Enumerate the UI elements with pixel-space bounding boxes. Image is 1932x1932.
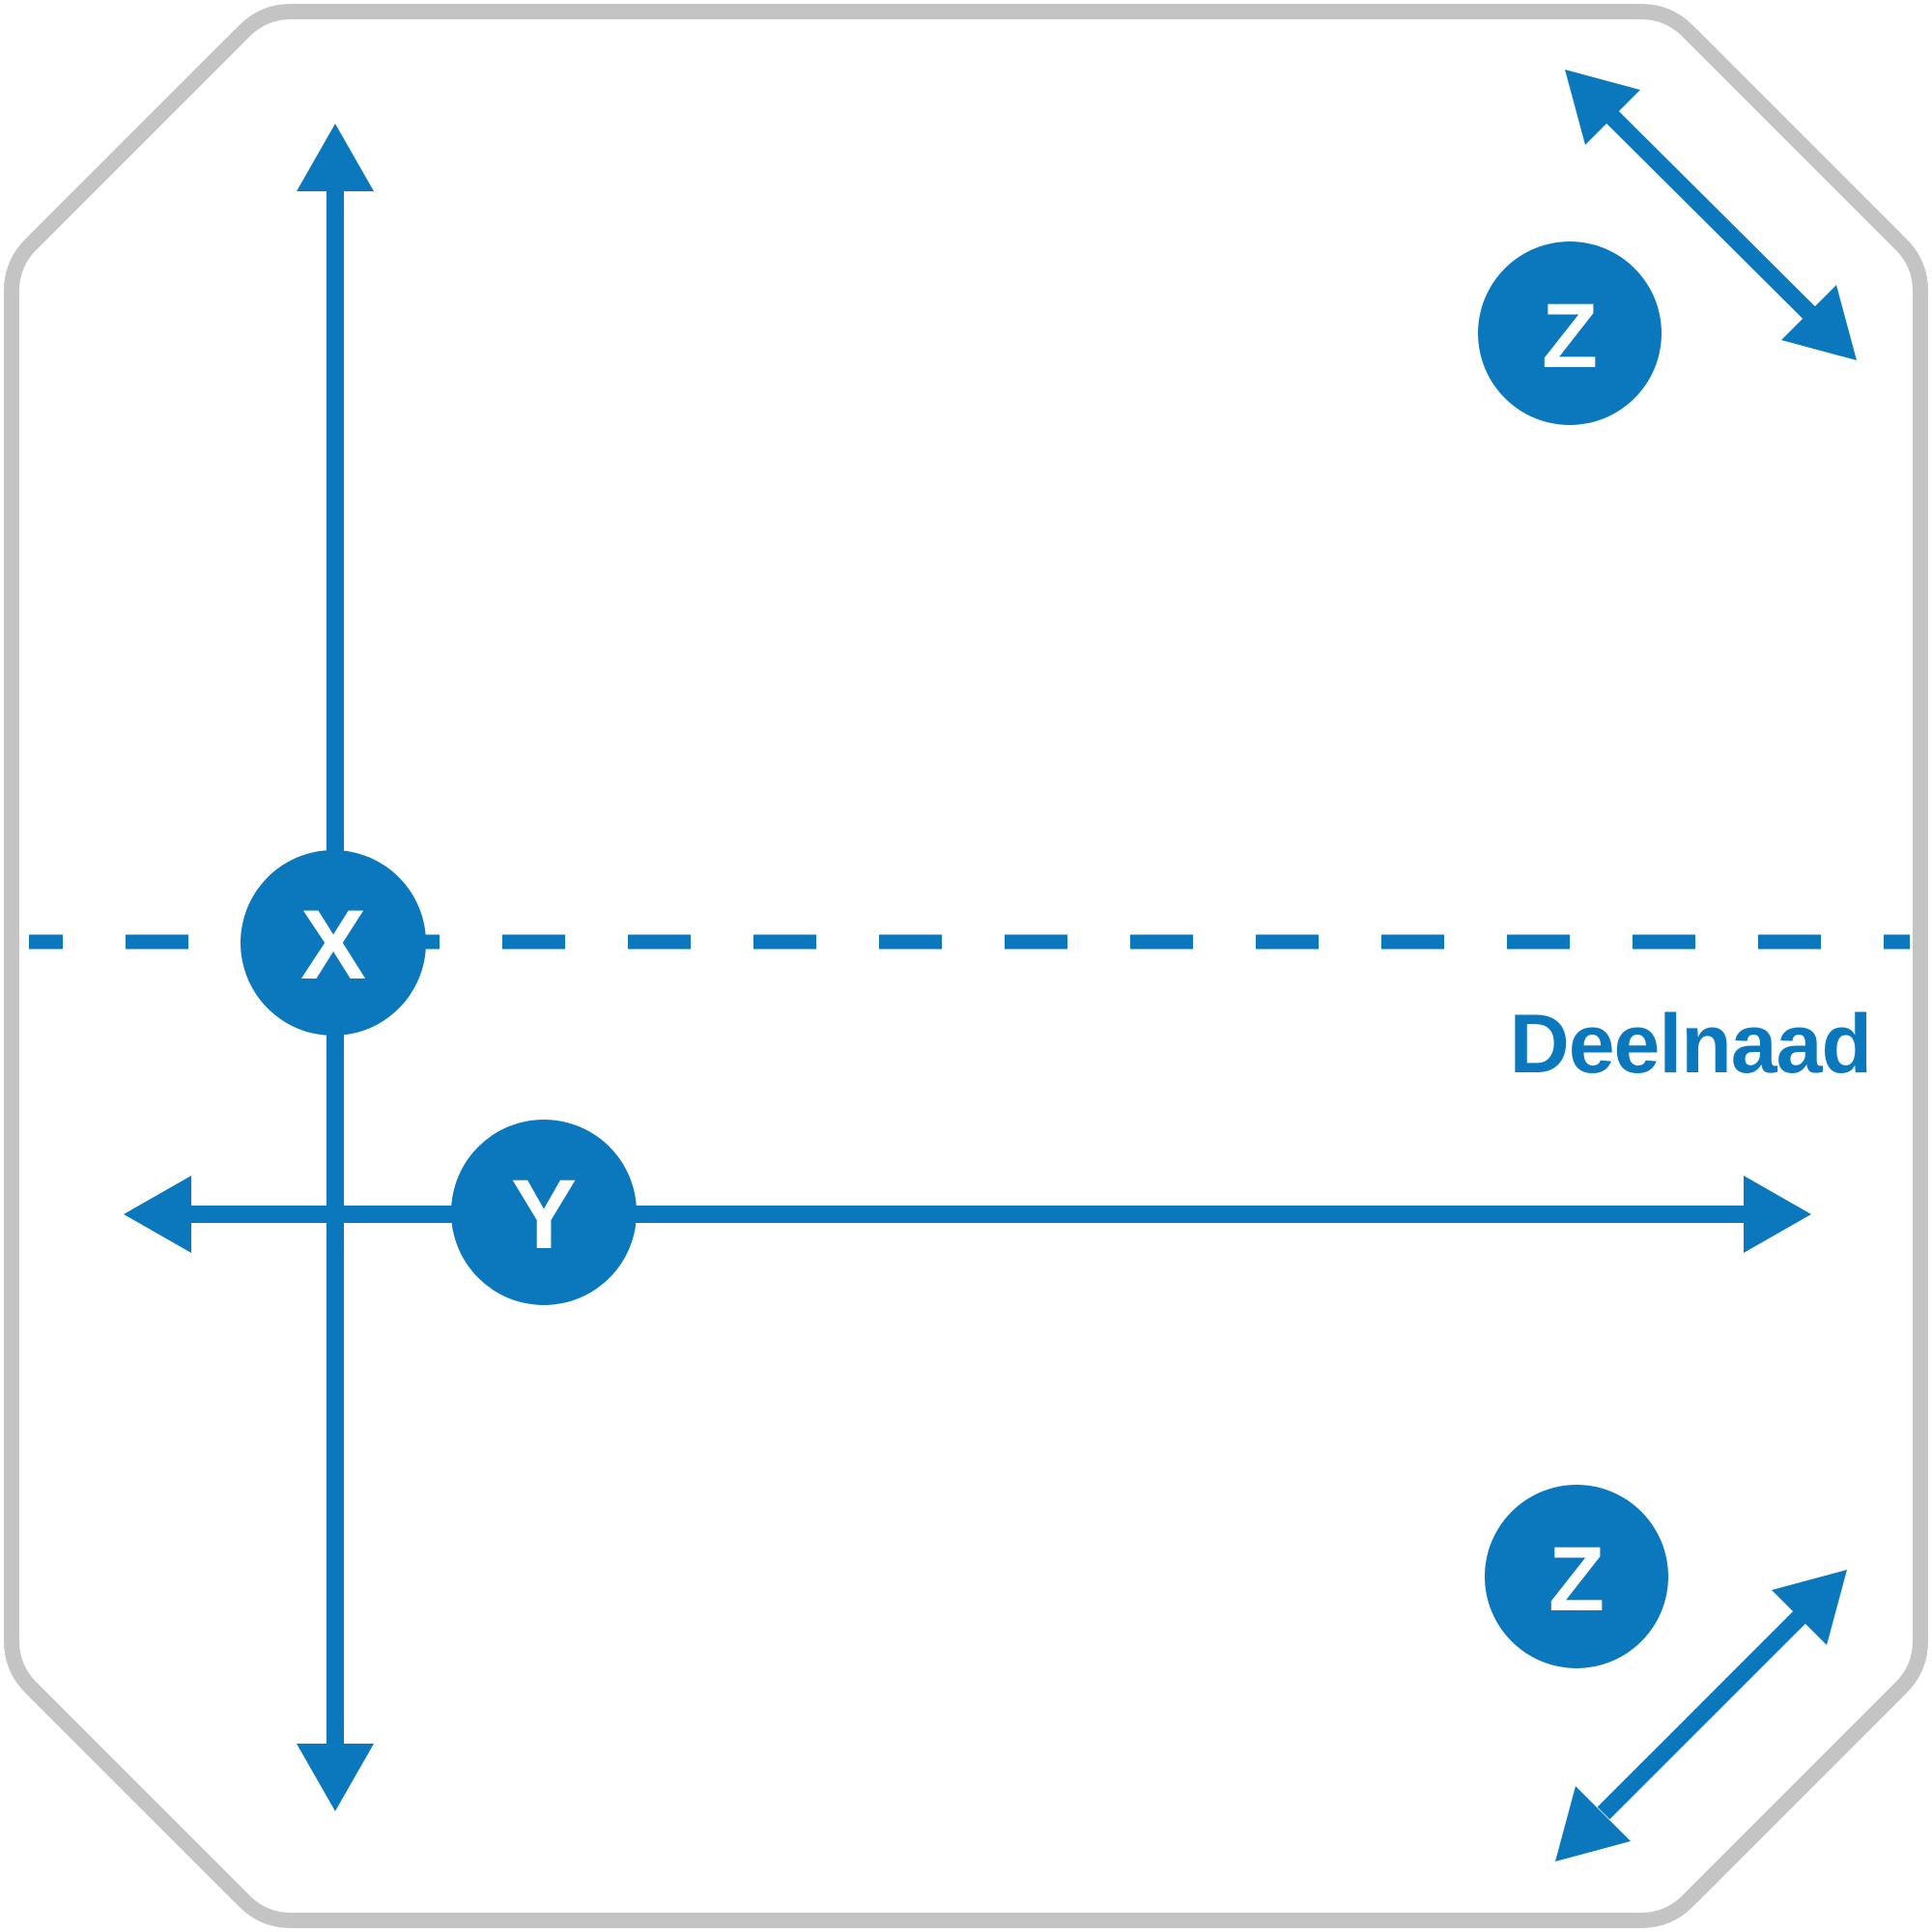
y-axis-arrow (124, 1176, 1811, 1253)
arrowhead-down-left-icon (1555, 1786, 1631, 1861)
z-axis-arrow-top (1565, 70, 1857, 360)
z-axis-bottom-shaft (1597, 1610, 1806, 1820)
z-axis-top-shaft (1605, 110, 1816, 320)
arrowhead-up-right-icon (1772, 1570, 1847, 1645)
z-bottom-badge-label: Z (1548, 1528, 1605, 1631)
y-axis-badge: Y (451, 1120, 637, 1305)
arrowhead-down-right-icon (1781, 285, 1857, 360)
x-badge-label: X (300, 890, 366, 1000)
z-top-badge-label: Z (1542, 285, 1598, 387)
z-axis-arrow-bottom (1555, 1570, 1847, 1861)
z-bottom-badge-circle (1485, 1485, 1668, 1668)
arrowhead-left-icon (124, 1176, 191, 1253)
mold-plate-outline (4, 4, 1928, 1928)
arrowhead-right-icon (1744, 1176, 1811, 1253)
x-badge-circle (241, 850, 426, 1036)
z-axis-badge-bottom: Z (1485, 1485, 1668, 1668)
z-axis-badge-top: Z (1478, 242, 1662, 425)
parting-line-label: Deelnaad (1510, 998, 1871, 1091)
y-badge-label: Y (511, 1159, 577, 1269)
x-axis-badge: X (241, 850, 426, 1036)
y-badge-circle (451, 1120, 637, 1305)
z-top-badge-circle (1478, 242, 1662, 425)
arrowhead-up-icon (297, 124, 374, 191)
arrowhead-down-icon (297, 1744, 374, 1811)
arrowhead-up-left-icon (1565, 70, 1640, 145)
